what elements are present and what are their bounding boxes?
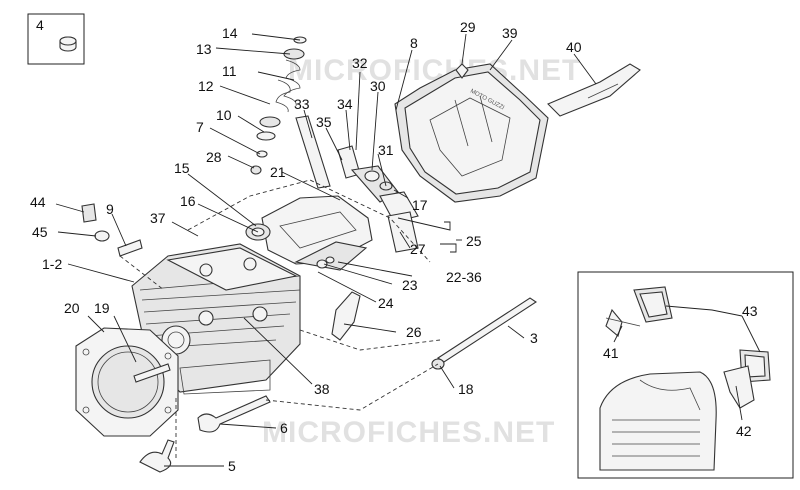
callout-32: 32 [352, 55, 368, 71]
assembly-dashed-lines [119, 179, 441, 460]
callout-labels: 4 14 13 11 12 10 7 28 33 35 34 32 30 8 2… [30, 17, 758, 474]
callout-14: 14 [222, 25, 238, 41]
callout-23: 23 [402, 277, 418, 293]
watermark-bottom: MICROFICHES.NET [262, 416, 555, 449]
sealing-washer [94, 230, 110, 242]
callout-35: 35 [316, 114, 332, 130]
fitting-stud [117, 239, 143, 257]
callout-26: 26 [406, 324, 422, 340]
callout-19: 19 [94, 300, 110, 316]
callout-9: 9 [106, 201, 114, 217]
pushrod-tube [295, 115, 331, 189]
callout-18: 18 [458, 381, 474, 397]
callout-20: 20 [64, 300, 80, 316]
callout-8: 8 [410, 35, 418, 51]
callout-42: 42 [736, 423, 752, 439]
cover-bracket [547, 63, 641, 117]
callout-43: 43 [742, 303, 758, 319]
callout-1-2: 1-2 [42, 256, 62, 272]
callout-4: 4 [36, 17, 44, 33]
callout-21: 21 [270, 164, 286, 180]
dowel-stud [133, 363, 171, 383]
head-gasket [75, 327, 179, 437]
callout-37: 37 [150, 210, 166, 226]
callout-29: 29 [460, 19, 476, 35]
callout-33: 33 [294, 96, 310, 112]
callout-41: 41 [603, 345, 619, 361]
exhaust-valve [197, 395, 271, 433]
callout-45: 45 [32, 224, 48, 240]
callout-16: 16 [180, 193, 196, 209]
callout-39: 39 [502, 25, 518, 41]
callout-38: 38 [314, 381, 330, 397]
callout-13: 13 [196, 41, 212, 57]
callout-24: 24 [378, 295, 394, 311]
cover-bolt [455, 63, 469, 79]
callout-5: 5 [228, 458, 236, 474]
cap-plug [81, 203, 97, 223]
callout-11: 11 [222, 63, 237, 79]
valve-cover: MOTO GUZZI [394, 63, 549, 203]
callout-40: 40 [566, 39, 582, 55]
small-bracket [331, 291, 361, 341]
callout-30: 30 [370, 78, 386, 94]
callout-3: 3 [530, 330, 538, 346]
callout-12: 12 [198, 78, 214, 94]
callout-31: 31 [378, 142, 394, 158]
inset-box-part-4 [27, 13, 85, 65]
callout-44: 44 [30, 194, 46, 210]
leader-lines [55, 33, 761, 467]
callout-17: 17 [412, 197, 428, 213]
callout-10: 10 [216, 107, 232, 123]
callout-28: 28 [206, 149, 222, 165]
callout-7: 7 [196, 119, 204, 135]
callout-27: 27 [410, 241, 426, 257]
inset-box-parts-41-43 [577, 271, 794, 479]
callout-22-36: 22-36 [446, 269, 482, 285]
callout-6: 6 [280, 420, 288, 436]
callout-15: 15 [174, 160, 190, 176]
callout-25: 25 [466, 233, 482, 249]
rocker-support [245, 195, 373, 271]
intake-valve [139, 439, 175, 473]
callout-34: 34 [337, 96, 353, 112]
long-pushrod [437, 297, 537, 363]
